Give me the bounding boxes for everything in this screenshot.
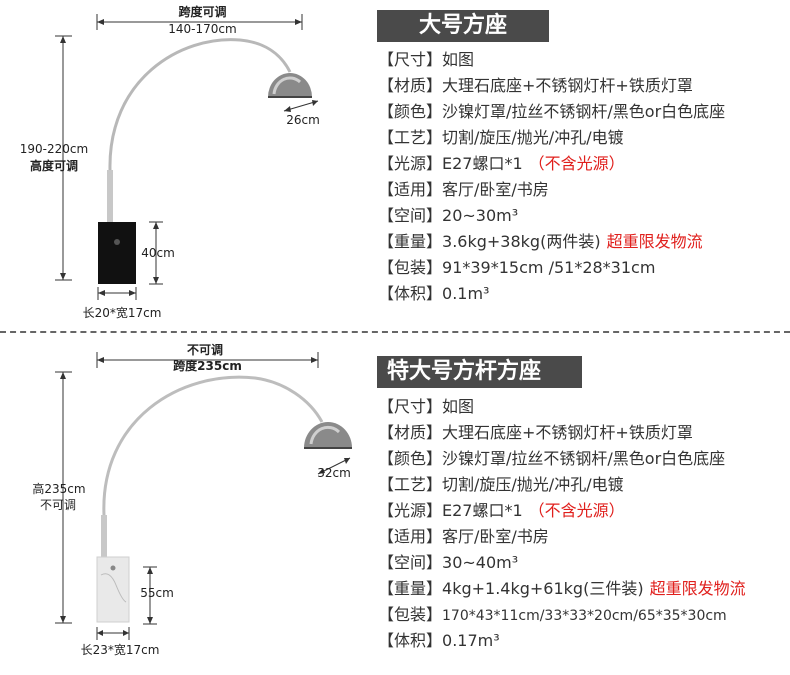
span-value: 140-170cm [168, 22, 237, 36]
spec-row-volume: 【体积】0.1m³ [378, 284, 490, 303]
shade-size-label: 26cm [286, 113, 320, 127]
spec-row-craft: 【工艺】切割/旋压/抛光/冲孔/电镀 [378, 128, 624, 147]
spec-row-light-source: 【光源】E27螺口*1（不含光源） [378, 154, 625, 173]
lamp-shade [304, 422, 352, 448]
spec-row-weight: 【重量】3.6kg+38kg(两件装)超重限发物流 [378, 232, 703, 251]
spec-row-size: 【尺寸】如图 [378, 397, 475, 416]
red-note: 超重限发物流 [606, 232, 703, 251]
spec-row-material: 【材质】大理石底座+不锈钢灯杆+铁质灯罩 [378, 423, 693, 442]
height-label: 不可调 [39, 498, 76, 512]
shade-size-label: 32cm [317, 466, 351, 480]
red-note: （不含光源） [528, 501, 625, 520]
spec-row-weight: 【重量】4kg+1.4kg+61kg(三件装)超重限发物流 [378, 579, 746, 598]
spec-row-color: 【颜色】沙镍灯罩/拉丝不锈钢杆/黑色or白色底座 [378, 102, 726, 121]
lamp-drawing-large [55, 14, 319, 300]
product-title: 特大号方杆方座 [377, 356, 582, 388]
lamp-arc [102, 375, 324, 555]
product-section-large-square-base: 跨度可调 140-170cm 190-220cm 高度可调 26cm 40cm … [0, 0, 790, 328]
spec-row-usage: 【适用】客厅/卧室/书房 [378, 527, 549, 546]
black-marble-base [98, 222, 136, 284]
spec-row-material: 【材质】大理石底座+不锈钢灯杆+铁质灯罩 [378, 76, 693, 95]
height-value: 高235cm [32, 482, 86, 496]
spec-list: 【尺寸】如图 【材质】大理石底座+不锈钢灯杆+铁质灯罩 【颜色】沙镍灯罩/拉丝不… [378, 47, 725, 307]
base-size-label: 长20*宽17cm [82, 306, 162, 320]
spec-row-space: 【空间】20~30m³ [378, 206, 519, 225]
spec-row-volume: 【体积】0.17m³ [378, 631, 500, 650]
product-section-xl-square-rod: 不可调 跨度235cm 高235cm 不可调 32cm 55cm 长23*宽17… [0, 340, 790, 675]
spec-row-package: 【包装】170*43*11cm/33*33*20cm/65*35*30cm [378, 605, 727, 624]
lamp-diagram-xl: 不可调 跨度235cm 高235cm 不可调 32cm 55cm 长23*宽17… [0, 340, 370, 675]
red-note: 超重限发物流 [649, 579, 746, 598]
base-height-label: 40cm [141, 246, 175, 260]
spec-row-craft: 【工艺】切割/旋压/抛光/冲孔/电镀 [378, 475, 624, 494]
span-value: 跨度235cm [173, 359, 242, 373]
lamp-arc [108, 38, 292, 218]
lamp-shade [268, 73, 312, 97]
base-height-label: 55cm [140, 586, 174, 600]
spec-row-light-source: 【光源】E27螺口*1（不含光源） [378, 501, 625, 520]
spec-row-package: 【包装】91*39*15cm /51*28*31cm [378, 258, 656, 277]
white-marble-base [96, 556, 130, 623]
spec-list: 【尺寸】如图 【材质】大理石底座+不锈钢灯杆+铁质灯罩 【颜色】沙镍灯罩/拉丝不… [378, 394, 746, 654]
lamp-drawing-xl [55, 352, 352, 640]
span-label: 跨度可调 [178, 5, 227, 19]
lamp-diagram-large: 跨度可调 140-170cm 190-220cm 高度可调 26cm 40cm … [0, 0, 370, 328]
section-divider [0, 331, 790, 333]
spec-row-color: 【颜色】沙镍灯罩/拉丝不锈钢杆/黑色or白色底座 [378, 449, 726, 468]
span-label: 不可调 [186, 343, 223, 357]
spec-row-space: 【空间】30~40m³ [378, 553, 519, 572]
base-size-label: 长23*宽17cm [80, 643, 160, 657]
height-value: 190-220cm [19, 142, 89, 156]
height-label: 高度可调 [29, 159, 78, 173]
spec-row-usage: 【适用】客厅/卧室/书房 [378, 180, 549, 199]
red-note: （不含光源） [528, 154, 625, 173]
product-title: 大号方座 [377, 10, 549, 42]
spec-row-size: 【尺寸】如图 [378, 50, 475, 69]
